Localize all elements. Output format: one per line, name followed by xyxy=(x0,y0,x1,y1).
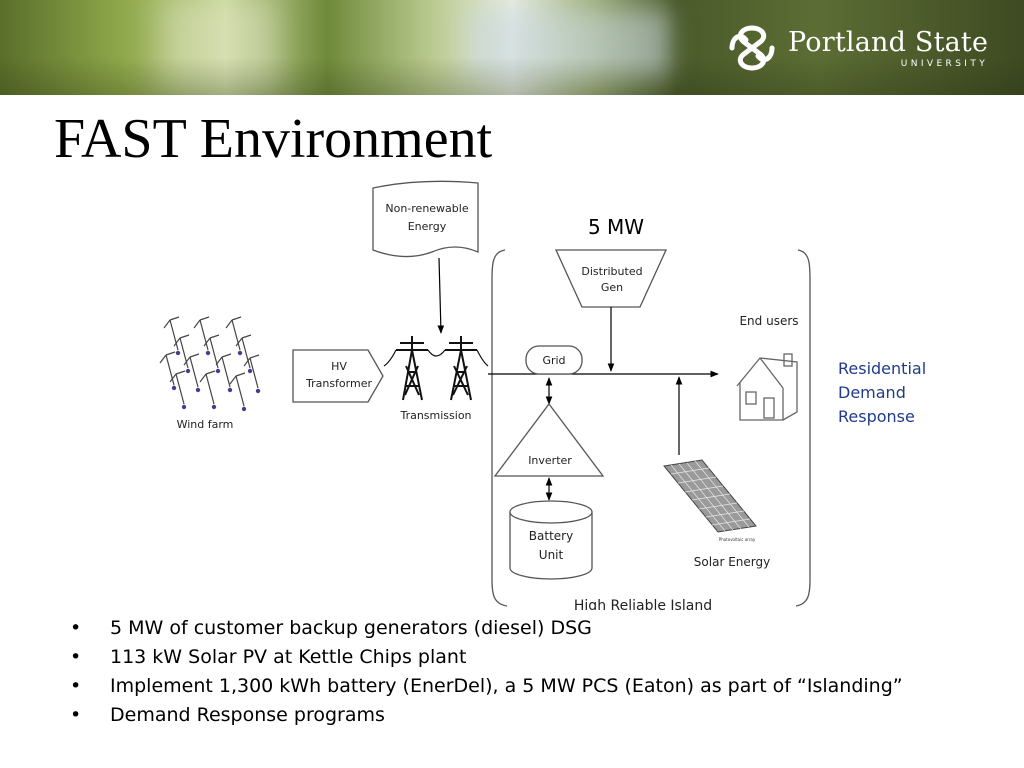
university-logo[interactable]: Portland State UNIVERSITY xyxy=(726,22,988,74)
inverter-label: Inverter xyxy=(528,454,572,467)
hv-transformer-node: HV Transformer xyxy=(292,349,384,403)
transmission-label: Transmission xyxy=(399,409,471,422)
battery-unit-node: Battery Unit xyxy=(509,500,593,580)
residential-label-3: Response xyxy=(838,407,915,426)
distributed-gen-node: Distributed Gen xyxy=(554,249,668,308)
slide-title: FAST Environment xyxy=(54,108,493,170)
banner-photo-blur xyxy=(160,0,280,95)
nonrenewable-label-2: Energy xyxy=(408,220,447,233)
distgen-label-2: Gen xyxy=(601,281,623,294)
bullet-item: 5 MW of customer backup generators (dies… xyxy=(70,616,988,641)
end-users-label: End users xyxy=(739,314,798,328)
grid-node: Grid xyxy=(525,345,583,375)
banner-photo-blur xyxy=(470,10,670,80)
wind-farm-icon xyxy=(159,316,261,412)
island-left-bracket xyxy=(491,249,508,607)
energy-diagram: Non-renewable Energy 5 MW High Reliable … xyxy=(159,180,926,610)
header-banner: Portland State UNIVERSITY xyxy=(0,0,1024,95)
solar-panel-icon xyxy=(663,459,757,533)
bullet-item: Demand Response programs xyxy=(70,703,988,728)
residential-label-2: Demand xyxy=(838,383,906,402)
nonrenewable-label-1: Non-renewable xyxy=(385,202,468,215)
logo-name: Portland State xyxy=(788,26,989,58)
battery-label-2: Unit xyxy=(539,548,564,562)
distgen-label-1: Distributed xyxy=(581,265,642,278)
house-icon xyxy=(736,353,798,421)
residential-label-1: Residential xyxy=(838,359,926,378)
photovoltaic-label: Photovoltaic array xyxy=(719,537,756,542)
grid-label: Grid xyxy=(542,354,565,367)
transmission-towers-icon xyxy=(383,336,489,401)
logo-subtitle: UNIVERSITY xyxy=(900,58,989,69)
bullet-item: Implement 1,300 kWh battery (EnerDel), a… xyxy=(70,674,988,699)
island-label: High Reliable Island xyxy=(574,598,712,610)
bullet-item: 113 kW Solar PV at Kettle Chips plant xyxy=(70,645,988,670)
hv-label-2: Transformer xyxy=(305,377,372,390)
bullet-list: 5 MW of customer backup generators (dies… xyxy=(70,616,988,732)
battery-label-1: Battery xyxy=(529,529,573,543)
inverter-node: Inverter xyxy=(493,402,605,477)
psu-knot-icon xyxy=(729,25,775,71)
island-right-bracket xyxy=(795,249,811,607)
solar-energy-label: Solar Energy xyxy=(694,555,770,569)
capacity-label: 5 MW xyxy=(588,215,644,239)
hv-label-1: HV xyxy=(331,360,347,373)
nonrenewable-energy-node: Non-renewable Energy xyxy=(372,180,479,258)
nonrenewable-arrow xyxy=(437,257,445,334)
wind-farm-label: Wind farm xyxy=(177,418,234,431)
banner-photo-shade xyxy=(0,0,1024,95)
